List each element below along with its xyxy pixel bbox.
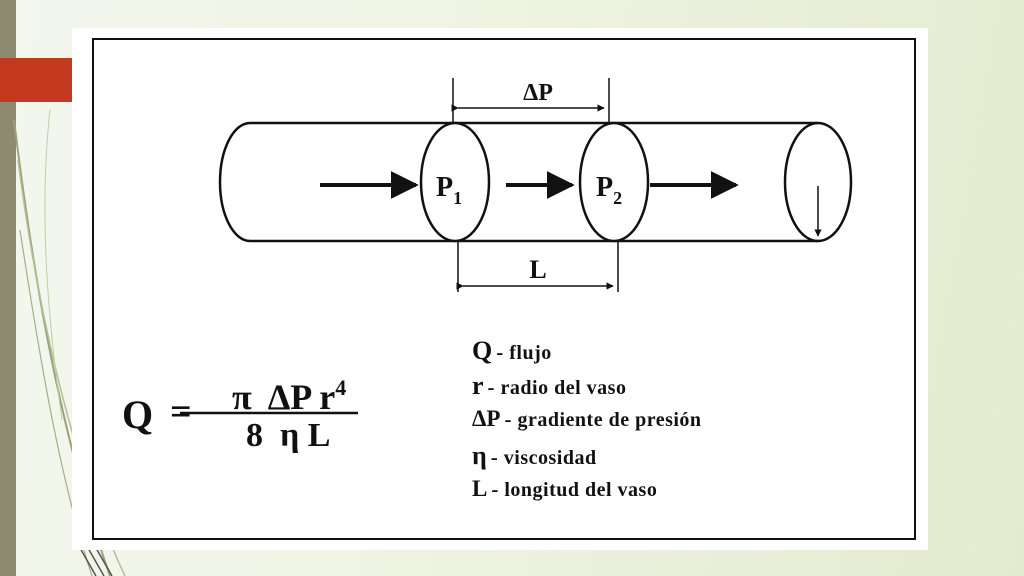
legend-row-length: L - longitud del vaso <box>472 476 892 511</box>
slide-side-bar <box>0 0 16 576</box>
legend-symbol: Q <box>472 336 493 365</box>
tube-left-cap <box>218 121 251 243</box>
legend-separator: - <box>487 375 495 399</box>
legend-row-radius: r - radio del vaso <box>472 371 892 406</box>
legend-symbol: r <box>472 371 484 400</box>
legend-symbol: η <box>472 441 487 470</box>
legend-separator: - <box>504 407 512 431</box>
p2-label: P2 <box>596 172 622 208</box>
legend-separator: - <box>496 340 504 364</box>
legend-description: flujo <box>509 342 552 364</box>
legend-description: longitud del vaso <box>504 479 658 501</box>
tube <box>218 121 853 243</box>
legend-row-flow: Q - flujo <box>472 336 892 371</box>
length-dimension <box>456 241 619 292</box>
legend-row-viscosity: η - viscosidad <box>472 441 892 476</box>
formula-lhs: Q <box>122 392 153 437</box>
formula-denominator: 8 η L <box>246 417 331 454</box>
pressure-diff-dimension <box>451 78 610 123</box>
legend-symbol: ΔP <box>472 406 501 431</box>
legend-description: gradiente de presión <box>517 409 702 431</box>
legend-separator: - <box>490 445 498 469</box>
cross-section-p2 <box>578 121 650 243</box>
poiseuille-formula: Q = π ΔP r4 8 η L <box>122 375 358 454</box>
accent-bar <box>0 58 74 102</box>
legend-description: radio del vaso <box>500 377 627 399</box>
p1-label: P1 <box>436 172 462 208</box>
legend-symbol: L <box>472 476 488 501</box>
variable-legend: Q - flujo r - radio del vaso ΔP - gradie… <box>472 336 892 511</box>
tube-right-end <box>783 121 853 243</box>
length-label: L <box>529 255 546 284</box>
cross-section-p1 <box>419 121 491 243</box>
pressure-diff-label: ΔP <box>523 80 553 106</box>
legend-description: viscosidad <box>503 447 597 469</box>
formula-numerator: π ΔP r4 <box>232 375 346 417</box>
legend-separator: - <box>491 477 499 501</box>
legend-row-pressure: ΔP - gradiente de presión <box>472 406 892 441</box>
